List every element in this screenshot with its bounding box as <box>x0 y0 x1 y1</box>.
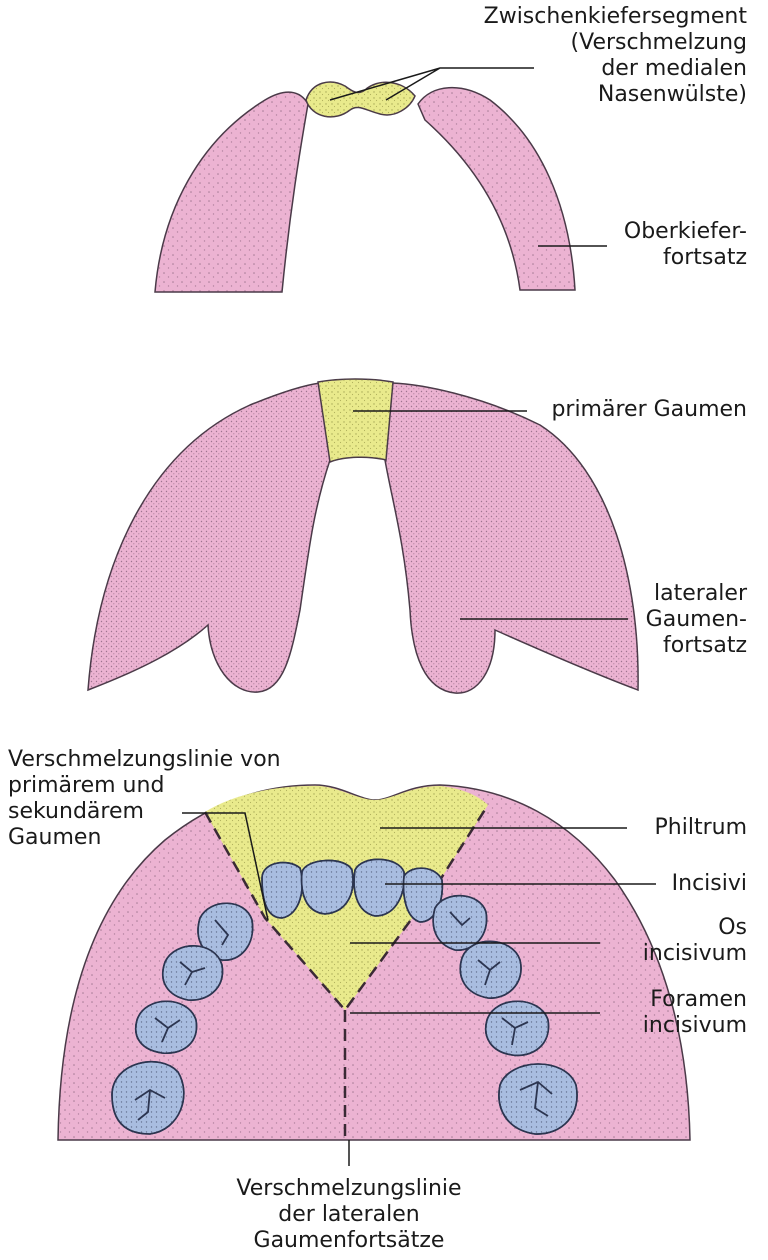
label-foramen-incisivum: Foramen incisivum <box>642 987 747 1038</box>
primary-secondary-fusion-line <box>203 804 490 1013</box>
molar-tooth <box>111 1060 185 1135</box>
incisor-tooth <box>353 858 406 917</box>
label-philtrum: Philtrum <box>654 815 747 840</box>
leader-zwischenkiefer <box>329 67 534 101</box>
upper-jaw-stage-2 <box>87 378 639 694</box>
upper-jaw-stage-3 <box>57 784 691 1141</box>
label-oberkieferfortsatz: Oberkiefer- fortsatz <box>623 219 747 270</box>
tooth-fissures <box>134 911 553 1121</box>
upper-jaw-stage-1 <box>154 81 576 293</box>
label-verschmelzungslinie-primaer-sekundaer: Verschmelzungslinie von primärem und sek… <box>8 747 281 850</box>
label-primaerer-gaumen: primärer Gaumen <box>551 397 747 422</box>
label-zwischenkiefersegment: Zwischenkiefersegment (Verschmelzung der… <box>483 4 747 107</box>
label-os-incisivum: Os incisivum <box>642 915 747 966</box>
incisor-tooth <box>402 867 444 923</box>
label-verschmelzungslinie-lateral: Verschmelzungslinie der lateralen Gaumen… <box>236 1176 462 1253</box>
premolar-tooth <box>162 945 224 1001</box>
label-incisivi: Incisivi <box>671 871 747 896</box>
incisor-tooth <box>261 861 304 919</box>
label-lateraler-gaumenfortsatz: lateraler Gaumen- fortsatz <box>645 581 747 658</box>
molar-tooth <box>498 1063 578 1135</box>
leader-lines <box>182 67 656 1166</box>
premolar-tooth <box>485 1000 550 1057</box>
leader-verschmelzung-primaer <box>182 812 269 921</box>
incisor-tooth <box>300 859 354 915</box>
